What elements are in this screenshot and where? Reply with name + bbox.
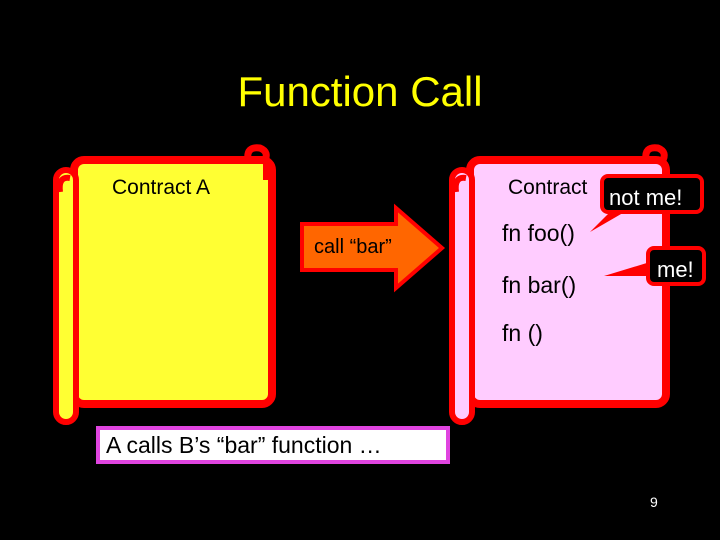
not-me-callout-text: not me! — [609, 185, 683, 210]
function-foo: fn foo() — [502, 220, 575, 246]
function-fallback: fn () — [502, 320, 543, 346]
contract-b-scroll — [449, 144, 670, 425]
me-callout — [604, 246, 706, 286]
call-arrow — [300, 203, 446, 293]
function-bar: fn bar() — [502, 272, 577, 298]
page-number: 9 — [650, 494, 658, 510]
caption-box: A calls B’s “bar” function … — [96, 426, 450, 464]
contract-a-label: Contract A — [112, 176, 211, 199]
not-me-callout — [590, 174, 704, 232]
slide-title: Function Call — [237, 68, 483, 115]
me-callout-text: me! — [657, 257, 694, 282]
contract-b-label: Contract — [508, 176, 588, 199]
contract-a-scroll — [53, 144, 276, 425]
call-arrow-label: call “bar” — [314, 236, 392, 258]
